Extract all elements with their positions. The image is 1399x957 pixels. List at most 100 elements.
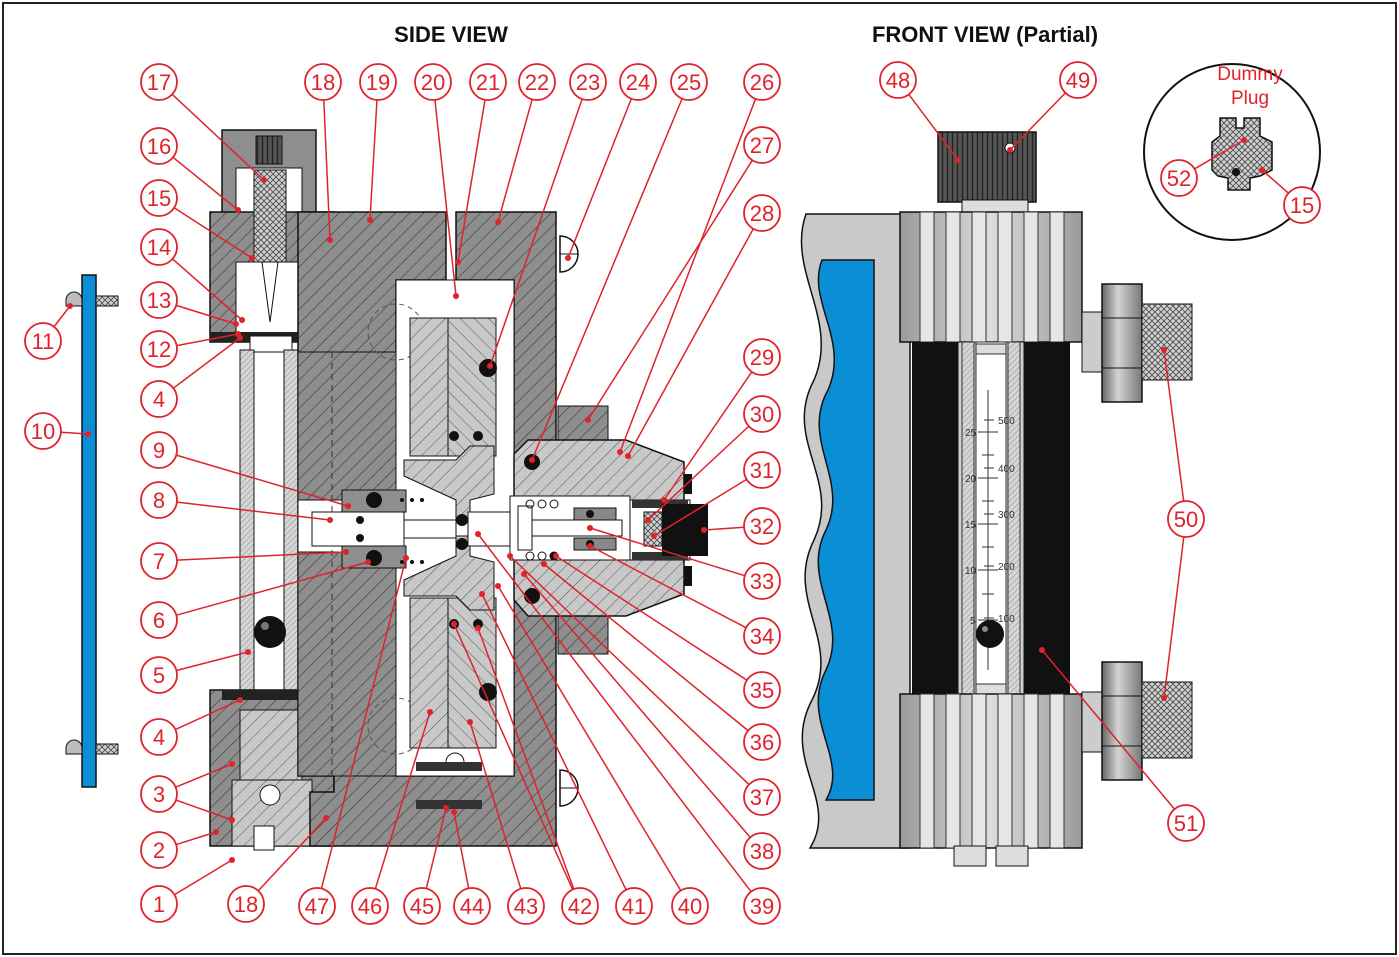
callout-circle [743, 778, 781, 816]
callout-number: 22 [525, 70, 549, 95]
callout-number: 42 [568, 894, 592, 919]
callout-41: 41 [479, 591, 653, 925]
callout-number: 4 [153, 387, 165, 412]
leader-line [509, 555, 750, 786]
callout-circle [140, 380, 178, 418]
leader-dot [327, 517, 333, 523]
callout-3: 3 [140, 761, 235, 823]
leader-line [176, 651, 249, 672]
leader-line [175, 799, 233, 821]
leader-line [481, 593, 627, 891]
callout-49: 49 [1007, 61, 1097, 153]
leader-line [627, 228, 754, 457]
callout-number: 17 [147, 70, 171, 95]
leader-line [703, 526, 745, 531]
callout-number: 12 [147, 337, 171, 362]
leader-dot [617, 449, 623, 455]
leader-dot [365, 559, 371, 565]
leader-dot [529, 457, 535, 463]
callout-number: 9 [153, 438, 165, 463]
callout-number: 10 [31, 419, 55, 444]
leader-dot [507, 553, 513, 559]
leader-dot [1161, 347, 1167, 353]
panel-screw-bottom [65, 739, 119, 755]
leader-line [497, 99, 533, 223]
callout-6: 6 [140, 559, 371, 639]
callout-44: 44 [451, 809, 491, 925]
leader-line [425, 807, 447, 889]
callout-31: 31 [651, 451, 781, 539]
side-view-title: SIDE VIEW [394, 22, 508, 47]
panel-screw-top [65, 291, 119, 307]
front-view: 25 20 15 10 5 500 400 300 200 100 [800, 131, 1193, 867]
leader-line [619, 98, 757, 453]
leader-dot [323, 815, 329, 821]
callout-circle [743, 395, 781, 433]
callout-16: 16 [140, 127, 241, 213]
front-view-title: FRONT VIEW (Partial) [872, 22, 1098, 47]
leader-dot [427, 709, 433, 715]
callout-circle [140, 718, 178, 756]
callout-number: 26 [750, 70, 774, 95]
leader-line [323, 99, 331, 241]
scale-right-200: 200 [998, 562, 1015, 573]
callout-circle [743, 126, 781, 164]
leader-dot [229, 857, 235, 863]
leader-line [908, 93, 959, 161]
callout-46: 46 [351, 709, 433, 925]
callout-25: 25 [529, 63, 708, 463]
leader-line [176, 454, 349, 507]
callout-circle [1160, 159, 1198, 197]
leader-line [175, 763, 233, 788]
leader-dot [233, 321, 239, 327]
callout-circle [561, 887, 599, 925]
leader-dot [587, 525, 593, 531]
leader-line [589, 527, 746, 577]
callout-circle [453, 887, 491, 925]
leader-dot [261, 177, 267, 183]
callout-number: 11 [32, 329, 55, 354]
leader-line [257, 817, 327, 892]
callout-number: 3 [153, 782, 165, 807]
adjuster-screw [643, 511, 663, 547]
valve-stem [253, 169, 287, 263]
callout-number: 50 [1174, 507, 1198, 532]
callout-circle [140, 656, 178, 694]
callout-number: 15 [147, 186, 171, 211]
leader-dot [229, 817, 235, 823]
front-knob [937, 131, 1037, 203]
callout-number: 8 [153, 488, 165, 513]
callout-circle [140, 127, 178, 165]
callout-number: 2 [153, 838, 165, 863]
leader-line [176, 333, 239, 347]
leader-dot [1007, 147, 1013, 153]
callout-circle [140, 831, 178, 869]
callout-number: 21 [476, 70, 500, 95]
callout-circle [743, 63, 781, 101]
leader-line [173, 207, 253, 259]
callout-circle [1283, 186, 1321, 224]
leader-line [175, 304, 237, 325]
leader-dot [467, 719, 473, 725]
leader-dot [235, 207, 241, 213]
float-ball [254, 616, 286, 648]
oring-lower-insert [479, 683, 497, 701]
callout-5: 5 [140, 649, 251, 694]
callout-14: 14 [140, 228, 245, 323]
callout-circle [140, 431, 178, 469]
front-float-ball [976, 620, 1004, 648]
tube-wall-right [283, 349, 299, 691]
callout-number: 24 [626, 70, 650, 95]
callout-number: 35 [750, 678, 774, 703]
scale-left-15: 15 [965, 520, 977, 531]
scale-right-300: 300 [998, 510, 1015, 521]
callout-2: 2 [140, 829, 219, 869]
callout-number: 41 [622, 894, 646, 919]
leader-line [469, 721, 522, 889]
callout-number: 47 [305, 894, 329, 919]
callout-circle [140, 775, 178, 813]
callout-number: 38 [750, 839, 774, 864]
callout-47: 47 [298, 555, 409, 925]
callout-number: 52 [1167, 166, 1191, 191]
